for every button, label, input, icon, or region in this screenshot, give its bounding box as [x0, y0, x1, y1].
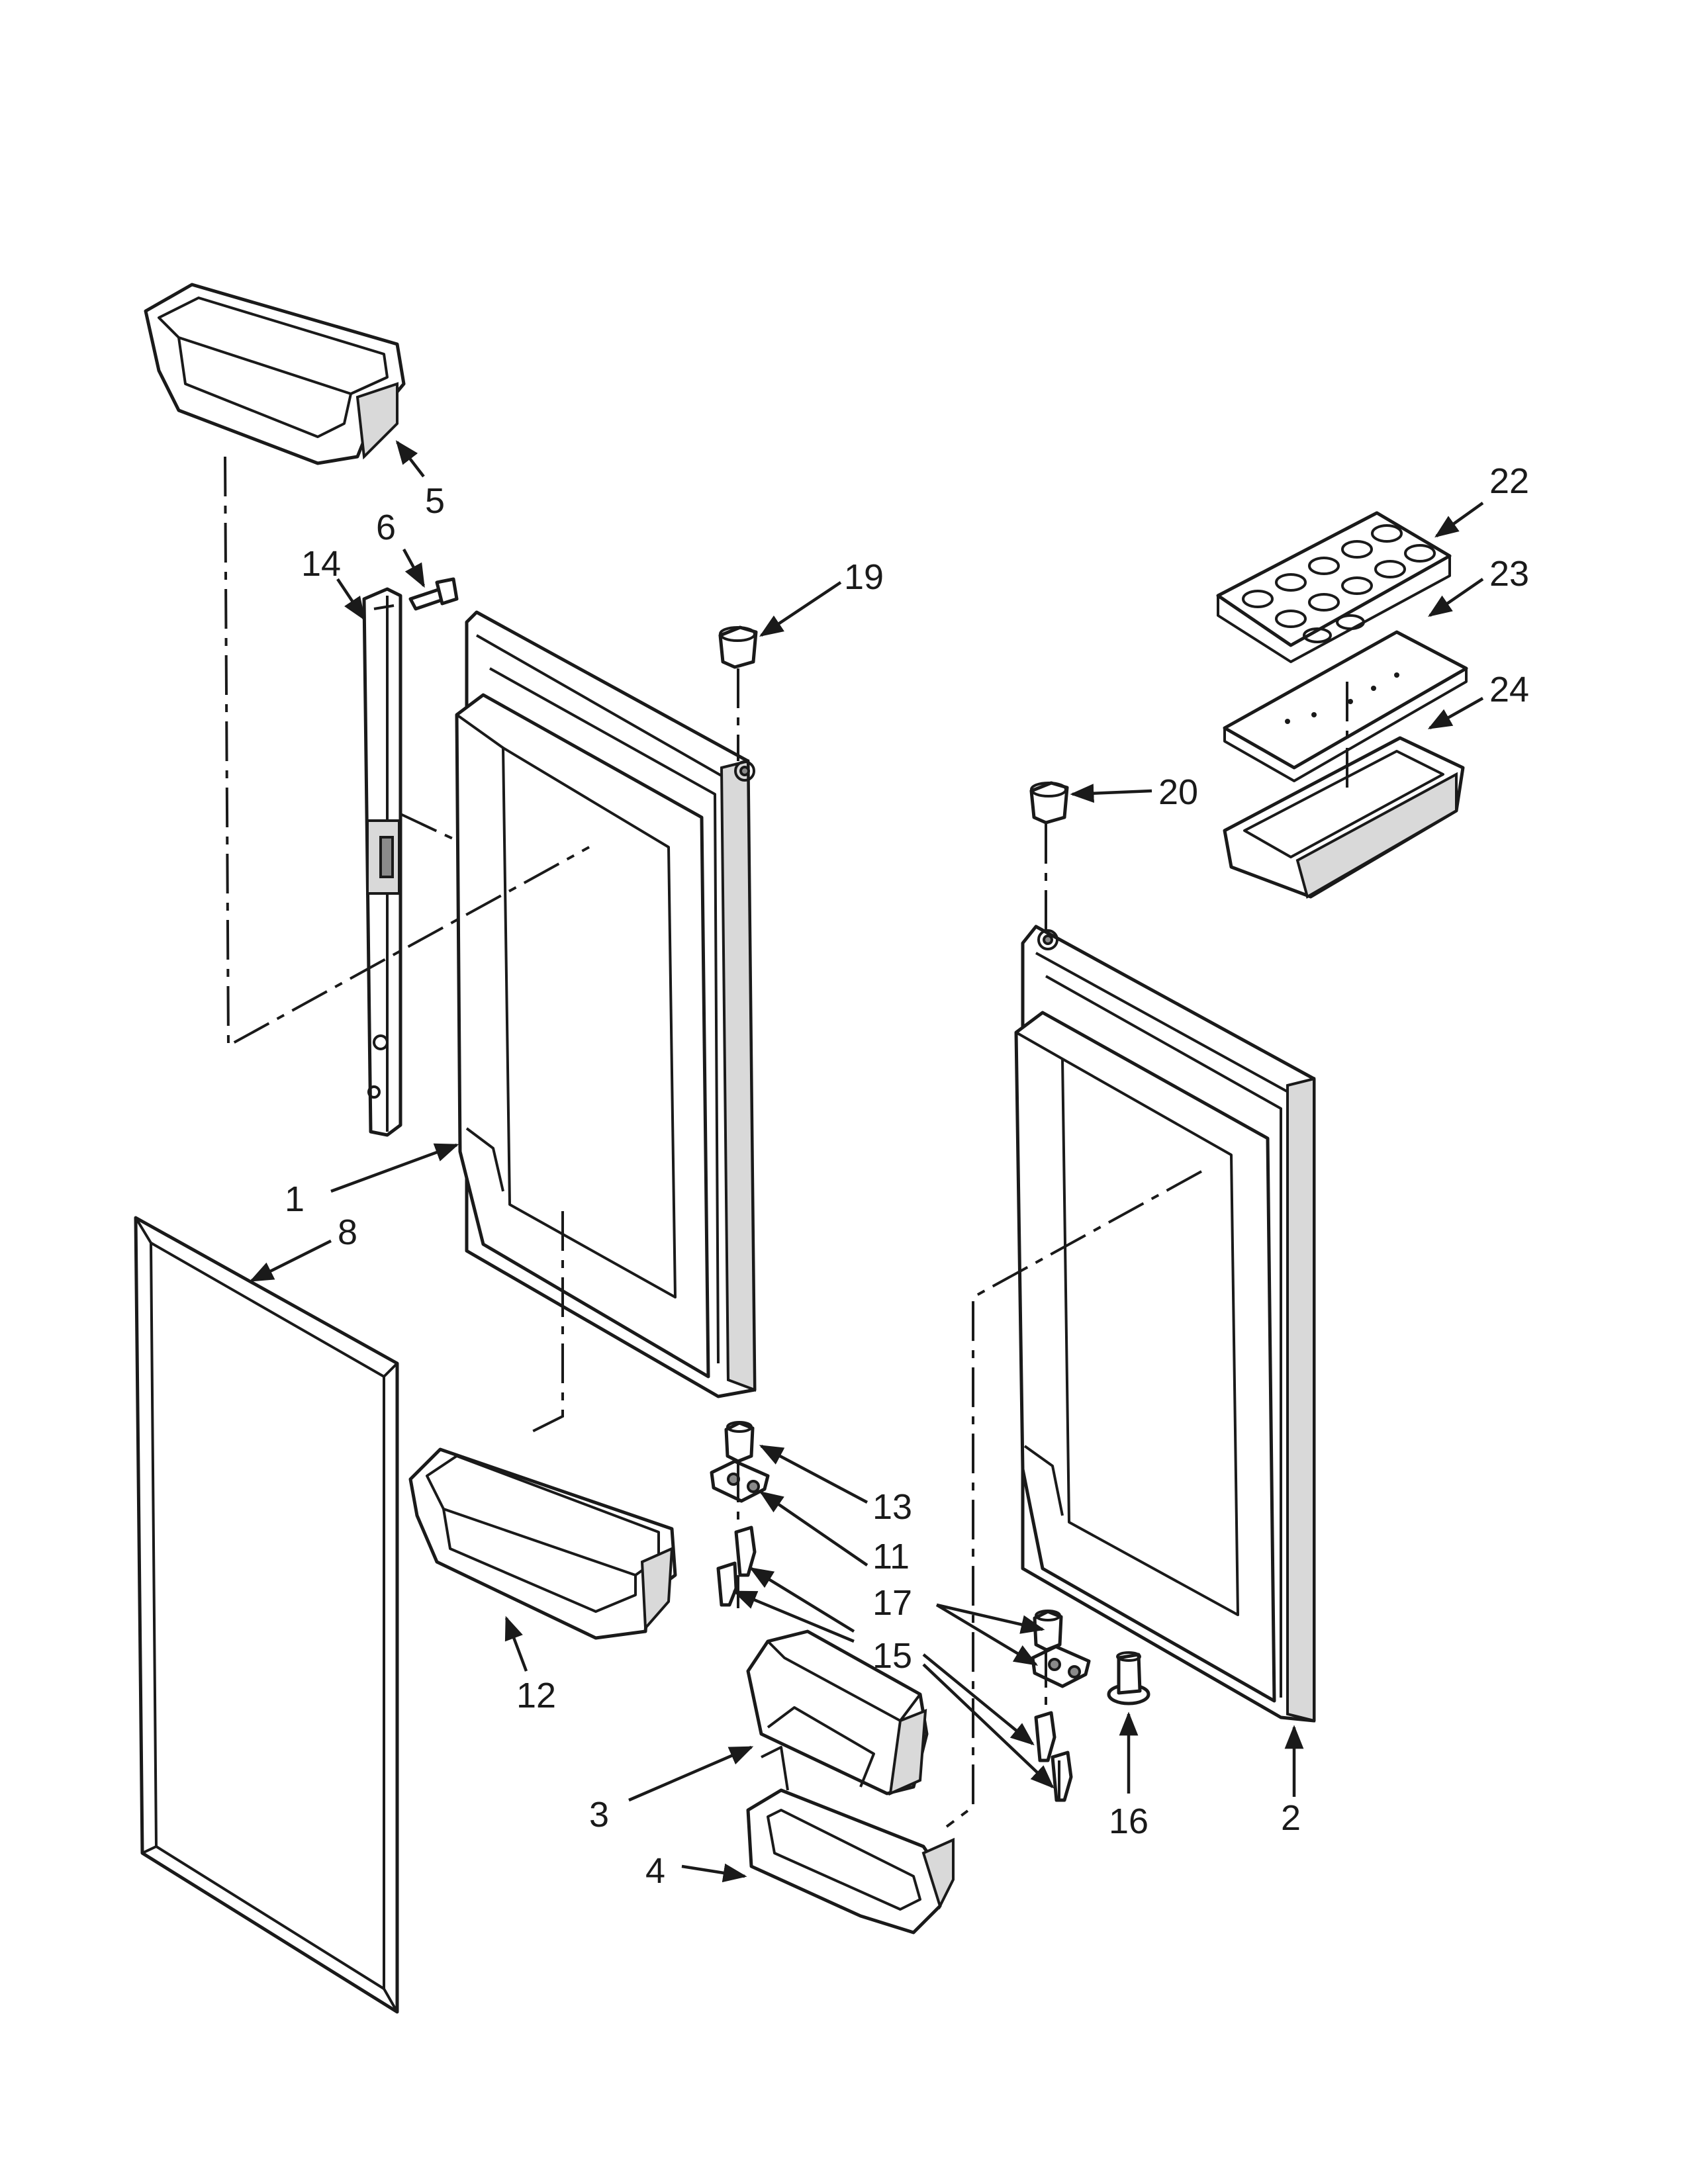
- leader-17-a: [759, 1490, 868, 1567]
- leader-3: [628, 1745, 754, 1802]
- leader-17-b: [935, 1604, 1039, 1666]
- leader-24: [1427, 697, 1484, 729]
- pin-part-16: [1107, 1651, 1150, 1706]
- leader-20: [1070, 784, 1152, 803]
- leader-12: [504, 1615, 528, 1672]
- callout-3: 3: [589, 1795, 609, 1835]
- callout-23: 23: [1489, 554, 1529, 594]
- leader-13: [759, 1445, 868, 1504]
- callout-14: 14: [301, 544, 341, 584]
- leader-14: [336, 578, 365, 621]
- callout-24: 24: [1489, 670, 1529, 709]
- callout-11: 11: [872, 1537, 910, 1576]
- leader-1: [330, 1143, 459, 1193]
- callout-8: 8: [338, 1212, 357, 1252]
- callout-16: 16: [1109, 1801, 1149, 1841]
- hinge-bracket-part-17-right: [1031, 1645, 1091, 1688]
- leader-5: [395, 440, 425, 478]
- callout-4: 4: [645, 1851, 665, 1891]
- bushing-part-19: [718, 625, 758, 669]
- tray-cover-part-23: [1223, 630, 1468, 782]
- leader-19: [759, 581, 842, 637]
- leader-8: [249, 1239, 332, 1283]
- leader-23: [1428, 578, 1484, 617]
- alignment-lines: [224, 456, 1348, 1828]
- callout-20: 20: [1158, 772, 1198, 812]
- callout-17: 17: [872, 1583, 912, 1623]
- callout-13: 13: [872, 1487, 912, 1527]
- callout-22: 22: [1489, 461, 1529, 501]
- egg-tray-part-22: [1216, 511, 1452, 663]
- callout-1: 1: [285, 1179, 305, 1219]
- hinge-cover-part-3: [746, 1629, 929, 1796]
- door-bin-part-5: [144, 283, 406, 465]
- hinge-bracket-part-17-left: [710, 1459, 770, 1503]
- leader-15-d: [922, 1663, 1055, 1789]
- leader-22: [1434, 502, 1484, 538]
- screw-part-15-b: [716, 1561, 738, 1607]
- callout-5: 5: [425, 481, 445, 521]
- leader-6: [402, 548, 425, 588]
- screw-part-6: [408, 577, 459, 611]
- screw-part-15-d: [1051, 1751, 1073, 1802]
- hinge-cover-base-part-4: [746, 1746, 955, 1934]
- callout-6: 6: [376, 508, 396, 547]
- callout-15: 15: [872, 1636, 912, 1676]
- door-trim-part-14: [362, 587, 402, 1137]
- screw-part-15-c: [1034, 1711, 1056, 1762]
- leader-lines: [249, 440, 1484, 1883]
- callout-12: 12: [516, 1676, 556, 1715]
- door-gasket-part-8: [134, 1216, 399, 2014]
- leader-4: [681, 1863, 747, 1883]
- hinge-pin-part-13: [724, 1421, 755, 1463]
- leader-11: [936, 1603, 1045, 1634]
- leader-15-a: [749, 1567, 855, 1633]
- door-bin-part-12: [408, 1447, 677, 1640]
- callout-2: 2: [1281, 1798, 1301, 1838]
- screw-part-15-a: [734, 1525, 757, 1577]
- callout-19: 19: [844, 557, 884, 597]
- right-door-part-2: [1014, 925, 1316, 1723]
- leader-15-b: [732, 1590, 855, 1643]
- bushing-part-20: [1029, 781, 1069, 825]
- callout-labels: 5 6 14 19 20 22 23 24 1 8 13 11 17 15 12…: [285, 461, 1529, 1891]
- storage-bin-part-24: [1223, 736, 1465, 899]
- hinge-pin-part-11: [1033, 1610, 1063, 1652]
- egg-cups: [1242, 524, 1436, 643]
- leader-15-c: [922, 1653, 1035, 1746]
- left-door-part-1: [455, 610, 757, 1398]
